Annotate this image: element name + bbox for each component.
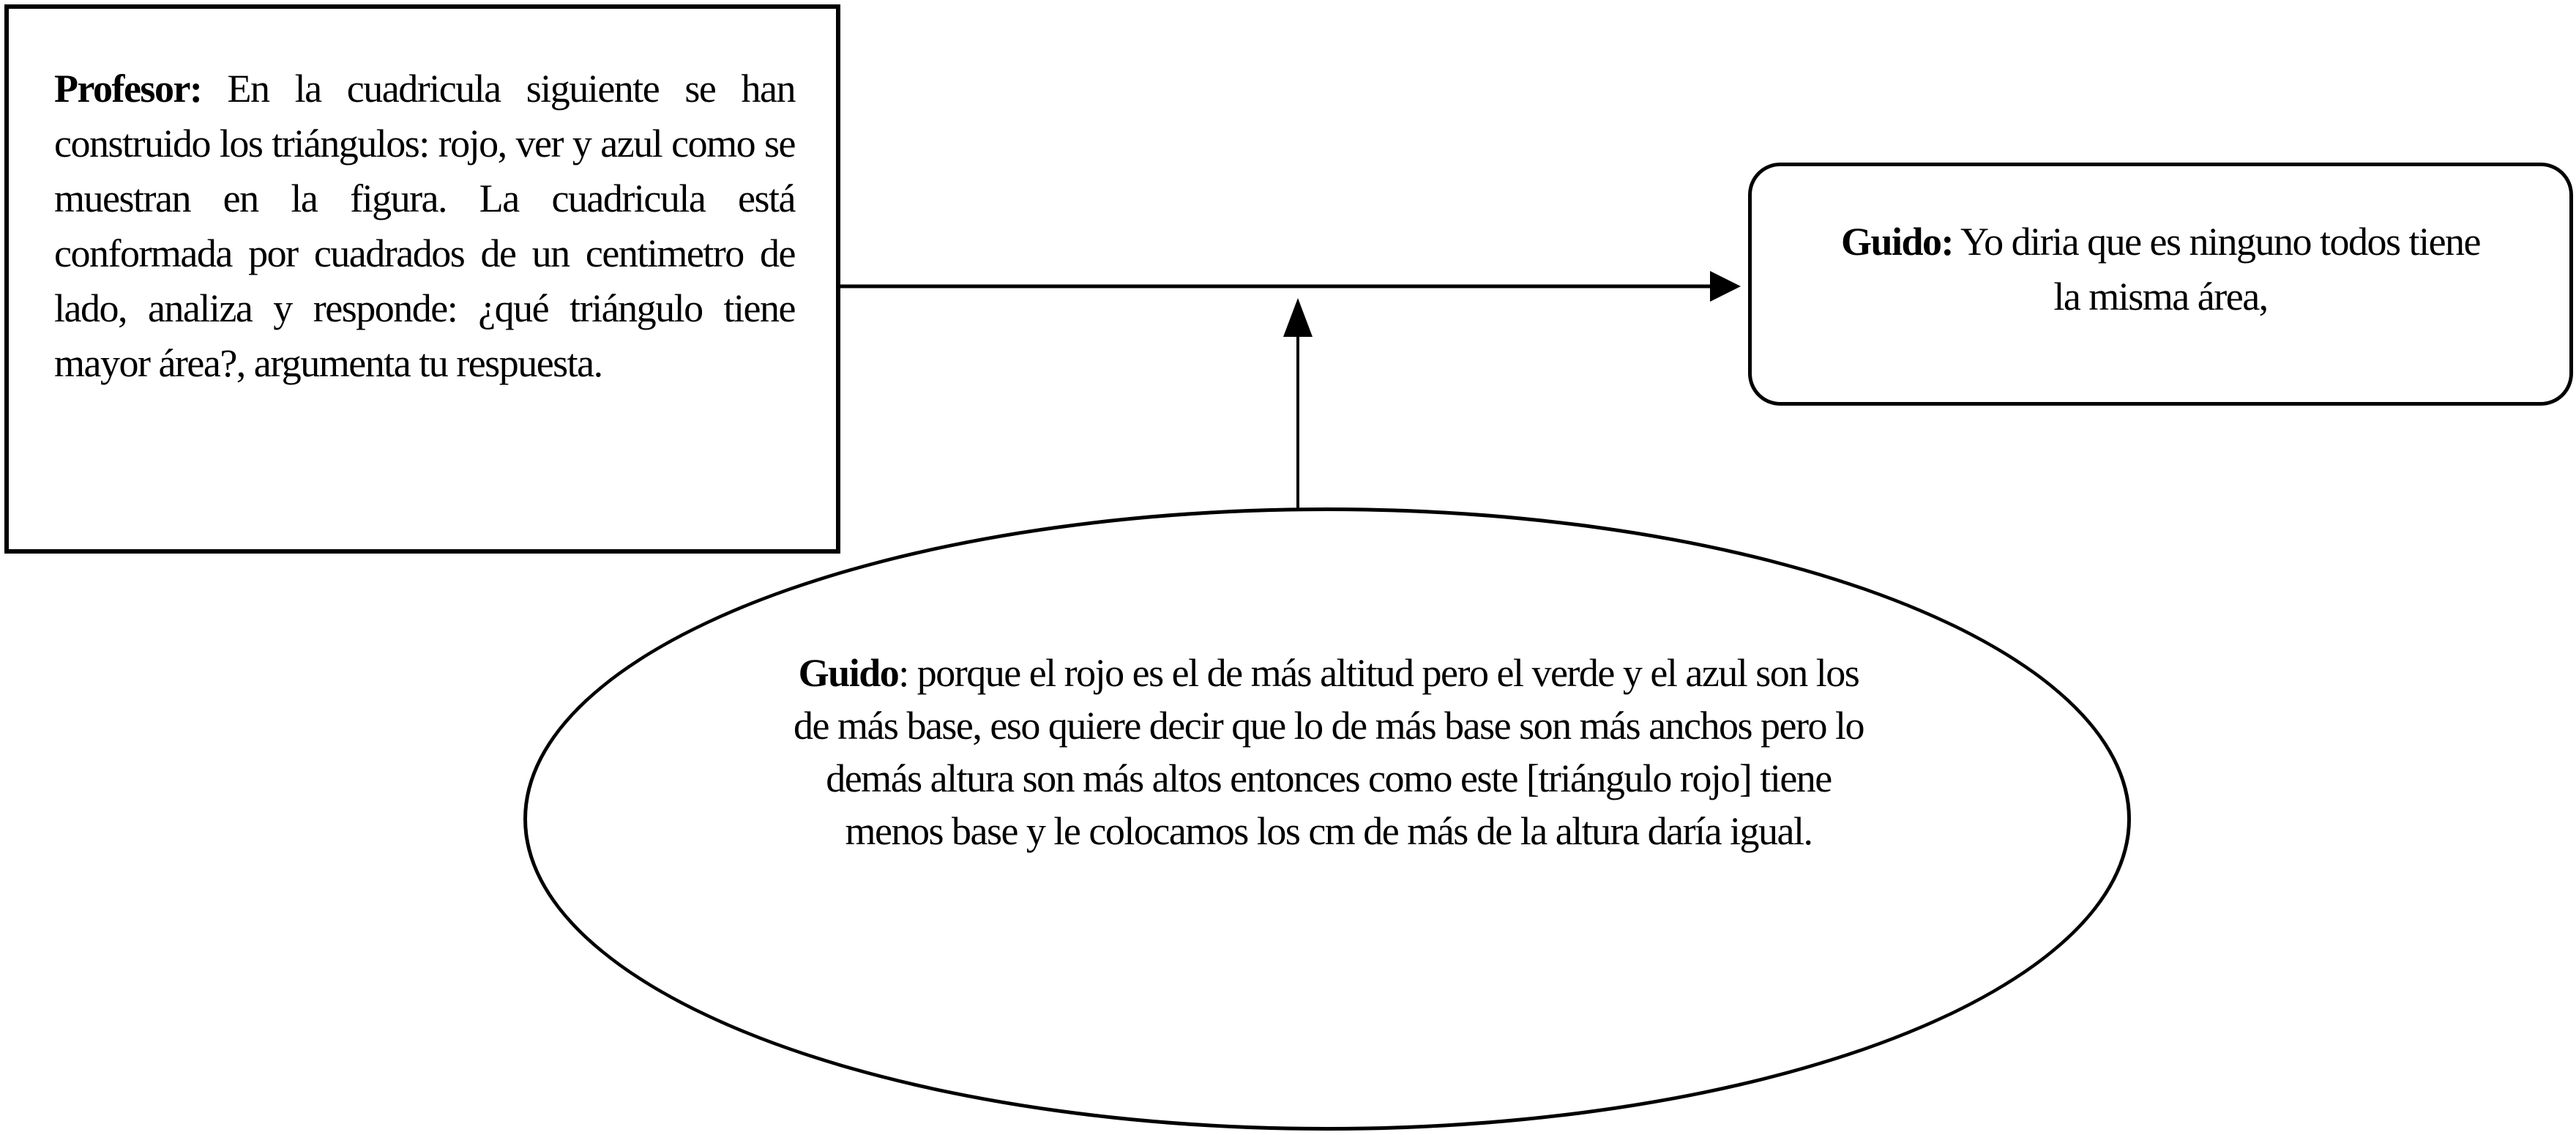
guido-argument-body: : porque el rojo es el de más altitud pe… (793, 651, 1865, 853)
guido-argument-text: Guido: porque el rojo es el de más altit… (791, 647, 1867, 857)
guido-answer-body: Yo diria que es ninguno todos tiene la m… (1953, 220, 2481, 319)
profesor-statement-box: Profesor: En la cuadricula siguiente se … (4, 4, 840, 554)
arrowhead-right-icon (1710, 271, 1741, 302)
guido-answer-box: Guido: Yo diria que es ninguno todos tie… (1748, 163, 2573, 406)
guido-answer-text: Guido: Yo diria que es ninguno todos tie… (1832, 215, 2490, 324)
profesor-statement-text: Profesor: En la cuadricula siguiente se … (54, 62, 796, 391)
arrow-profesor-to-answer (840, 271, 1741, 302)
arrowhead-up-icon (1283, 298, 1313, 337)
guido-argument-ellipse: Guido: porque el rojo es el de más altit… (523, 507, 2131, 1131)
speaker-label-guido-answer: Guido: (1840, 220, 1955, 264)
speaker-label-guido-argument: Guido (798, 651, 900, 695)
speaker-label-profesor: Profesor: (54, 67, 203, 111)
arrow-argument-to-connector (1283, 298, 1313, 509)
profesor-statement-body: En la cuadricula siguiente se han constr… (54, 67, 796, 385)
